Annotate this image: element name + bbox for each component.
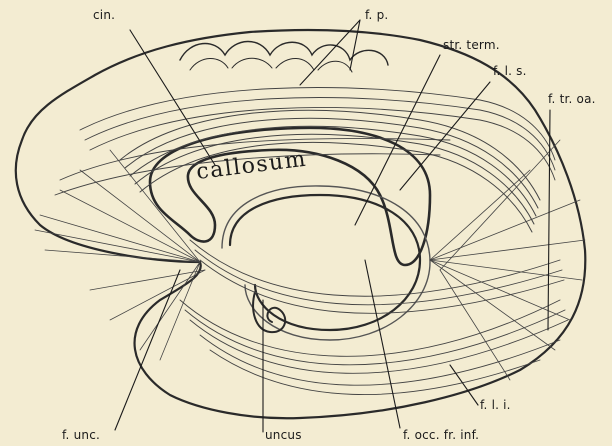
- fornix-loop: [230, 195, 420, 330]
- label-uncus: uncus: [265, 428, 302, 442]
- label-f-unc: f. unc.: [62, 428, 100, 442]
- label-f-l-i: f. l. i.: [480, 398, 511, 412]
- label-cin: cin.: [93, 8, 115, 22]
- superior-longitudinal-fibers: [55, 88, 555, 195]
- label-str-term: str. term.: [443, 38, 500, 52]
- label-f-p: f. p.: [365, 8, 388, 22]
- label-f-occ-fr-inf: f. occ. fr. inf.: [403, 428, 479, 442]
- label-f-l-s: f. l. s.: [493, 64, 527, 78]
- label-f-tr-oa: f. tr. oa.: [548, 92, 596, 106]
- hemisphere-outline: [16, 30, 586, 418]
- gyri-arcs: [190, 58, 352, 72]
